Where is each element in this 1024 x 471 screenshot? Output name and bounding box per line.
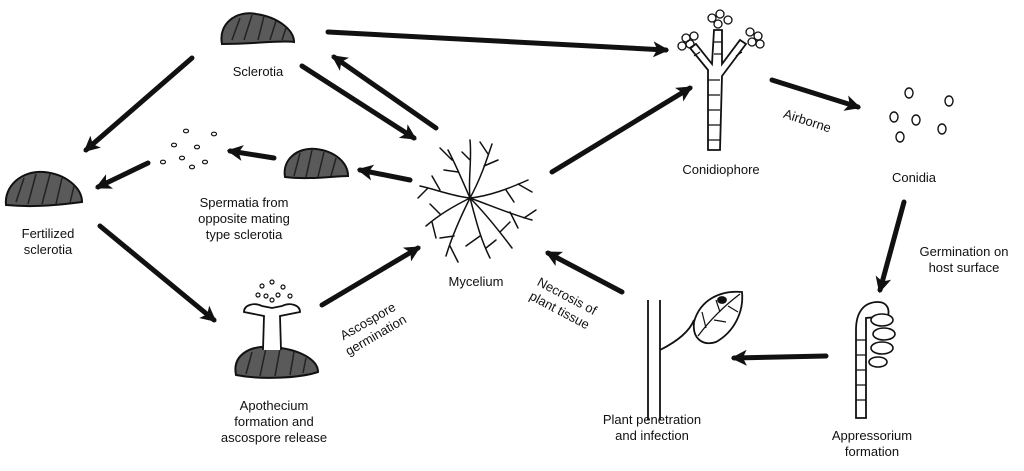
label-apothecium-2: formation and (234, 414, 314, 429)
spermatia-icon (159, 128, 218, 170)
apothecium-icon (234, 279, 320, 379)
mycelium-icon (417, 139, 537, 263)
label-plant-penetration-2: and infection (615, 428, 689, 443)
label-appressorium-1: Appressorium (832, 428, 912, 443)
sclerotia-icon (220, 12, 296, 46)
label-mycelium: Mycelium (449, 274, 504, 289)
label-conidiophore: Conidiophore (682, 162, 759, 177)
label-apothecium-1: Apothecium (240, 398, 309, 413)
infected-leaf-icon (647, 290, 744, 420)
label-apothecium-3: ascospore release (221, 430, 327, 445)
label-spermatia-1: Spermatia from (200, 195, 289, 210)
label-appressorium-2: formation (845, 444, 899, 459)
label-sclerotia: Sclerotia (233, 64, 284, 79)
appressorium-icon (855, 301, 896, 419)
conidia-icon (889, 87, 954, 143)
label-spermatia-2: opposite mating (198, 211, 290, 226)
label-germination-2: host surface (929, 260, 1000, 275)
label-conidia: Conidia (892, 170, 937, 185)
label-plant-penetration-1: Plant penetration (603, 412, 701, 427)
label-necrosis: Necrosis of plant tissue (527, 274, 600, 332)
conidiophore-icon (677, 9, 765, 151)
spermatia-sclerotia-icon (283, 147, 350, 180)
label-germination-1: Germination on (920, 244, 1009, 259)
cycle-arrows (83, 29, 907, 366)
label-airborne: Airborne (782, 106, 833, 135)
label-ascospore-germination: Ascospore germination (337, 299, 409, 358)
label-fertilized-sclerotia-2: sclerotia (24, 242, 73, 257)
label-spermatia-3: type sclerotia (206, 227, 283, 242)
label-fertilized-sclerotia-1: Fertilized (22, 226, 75, 241)
fertilized-sclerotia-icon (4, 170, 84, 208)
